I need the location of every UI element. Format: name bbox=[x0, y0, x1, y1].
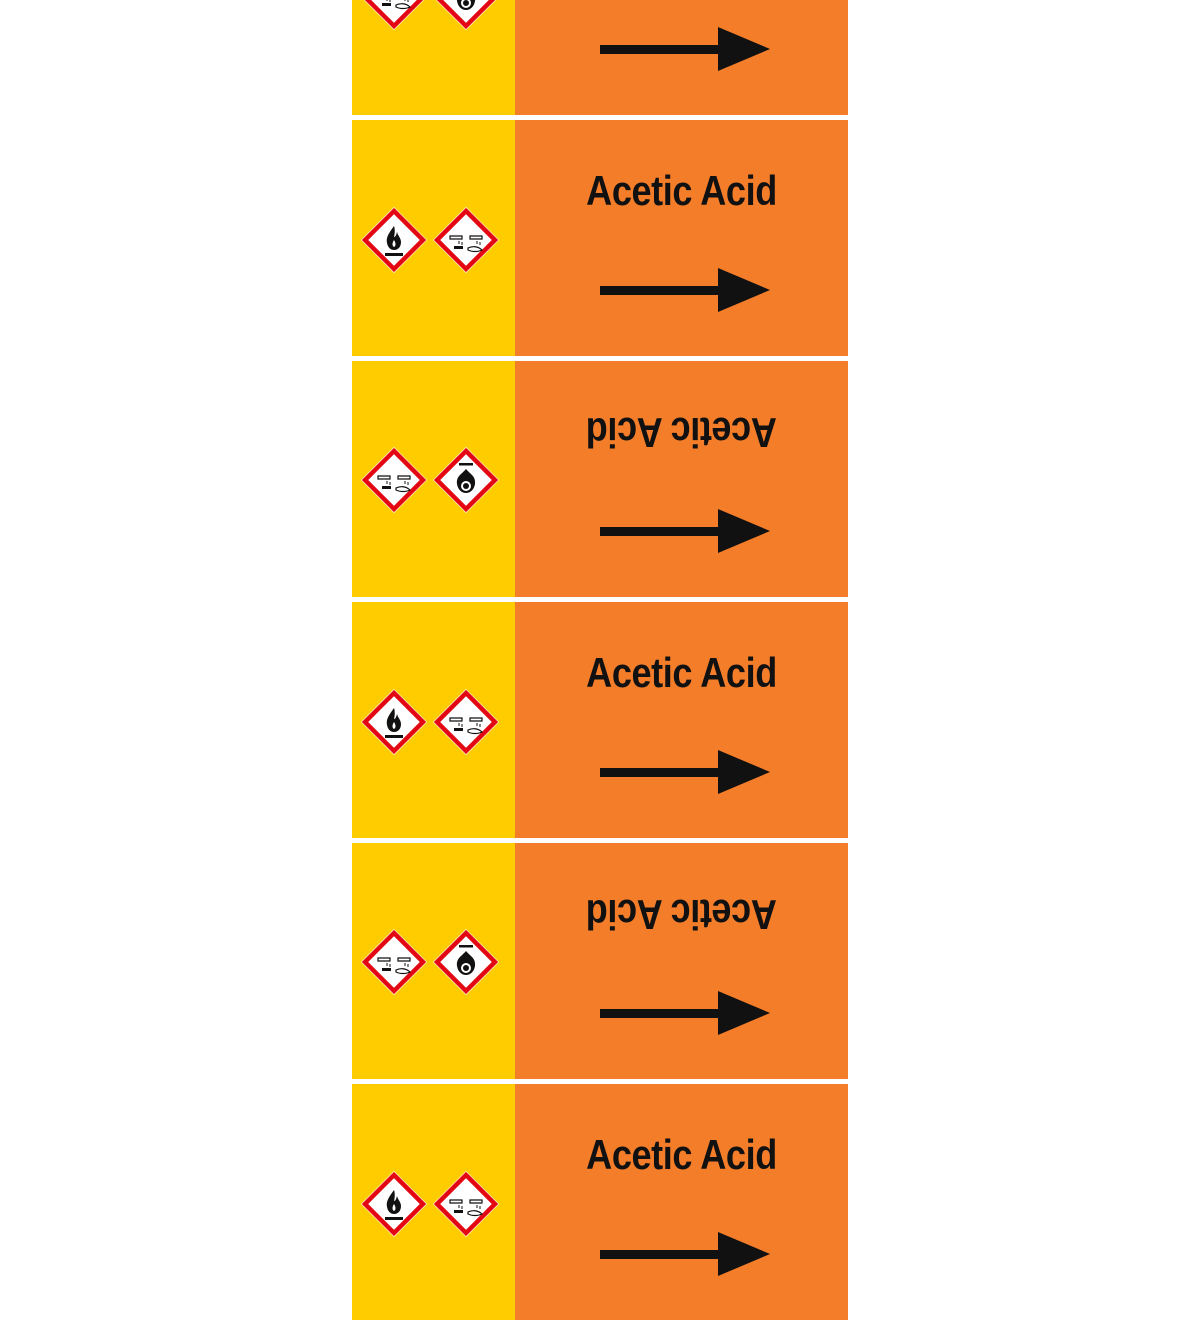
medium-panel: Acetic Acid bbox=[515, 361, 848, 597]
medium-panel: Acetic Acid bbox=[515, 120, 848, 356]
hazard-panel bbox=[352, 120, 515, 356]
pipe-marker-label: Acetic Acid bbox=[352, 361, 848, 597]
corrosion-icon bbox=[432, 688, 500, 756]
flame-over-circle-icon bbox=[432, 928, 500, 996]
hazard-panel bbox=[352, 1084, 515, 1320]
arrow-right-icon bbox=[600, 268, 770, 312]
flame-over-circle-icon bbox=[432, 446, 500, 514]
medium-name: Acetic Acid bbox=[586, 1131, 777, 1178]
arrow-right-icon bbox=[600, 27, 770, 71]
pipe-marker-label: Acetic Acid bbox=[352, 602, 848, 838]
corrosion-icon bbox=[360, 928, 428, 996]
corrosion-icon bbox=[432, 1170, 500, 1238]
arrow-right-icon bbox=[600, 991, 770, 1035]
pipe-marker-label: Acetic Acid bbox=[352, 843, 848, 1079]
corrosion-icon bbox=[360, 446, 428, 514]
arrow-right-icon bbox=[600, 1232, 770, 1276]
hazard-panel bbox=[352, 361, 515, 597]
arrow-right-icon bbox=[600, 750, 770, 794]
hazard-panel bbox=[352, 843, 515, 1079]
medium-name: Acetic Acid bbox=[586, 649, 777, 696]
pipe-marker-strip: Acetic Acid Acetic Acid bbox=[352, 0, 848, 1320]
corrosion-icon bbox=[432, 206, 500, 274]
medium-panel: Acetic Acid bbox=[515, 843, 848, 1079]
pipe-marker-label bbox=[352, 0, 848, 115]
pipe-marker-label: Acetic Acid bbox=[352, 1084, 848, 1320]
medium-panel: Acetic Acid bbox=[515, 1084, 848, 1320]
medium-name: Acetic Acid bbox=[586, 409, 777, 456]
medium-name: Acetic Acid bbox=[586, 891, 777, 938]
medium-panel: Acetic Acid bbox=[515, 602, 848, 838]
flame-over-circle-icon bbox=[432, 0, 500, 31]
hazard-panel bbox=[352, 602, 515, 838]
medium-name: Acetic Acid bbox=[586, 167, 777, 214]
arrow-right-icon bbox=[600, 509, 770, 553]
flame-icon bbox=[360, 1170, 428, 1238]
hazard-panel bbox=[352, 0, 515, 115]
corrosion-icon bbox=[360, 0, 428, 31]
pipe-marker-label: Acetic Acid bbox=[352, 120, 848, 356]
flame-icon bbox=[360, 206, 428, 274]
medium-panel bbox=[515, 0, 848, 115]
flame-icon bbox=[360, 688, 428, 756]
